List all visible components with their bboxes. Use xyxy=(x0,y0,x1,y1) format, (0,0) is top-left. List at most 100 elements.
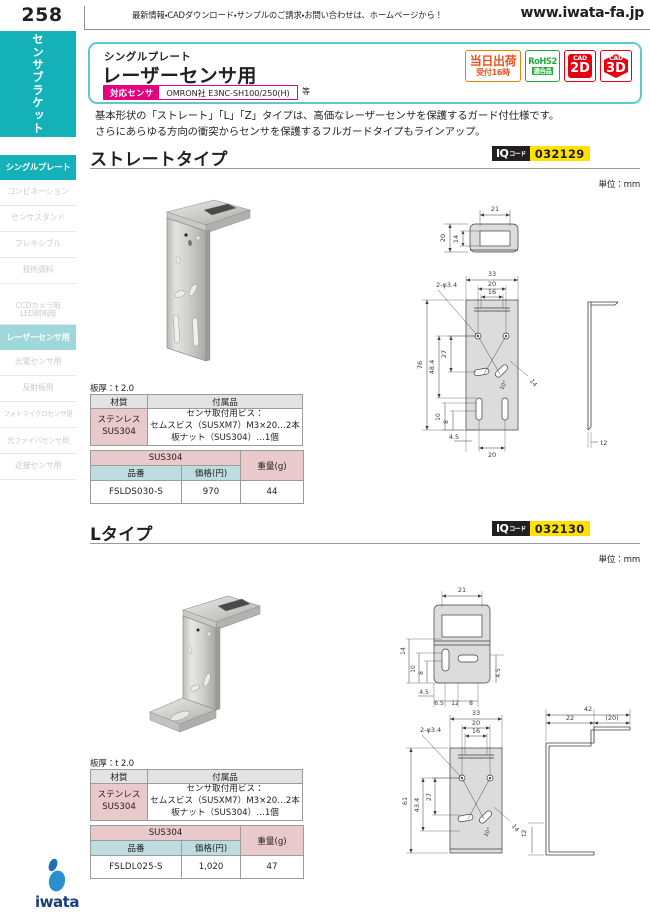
section-2-thickness-note: 板厚：t 2.0 xyxy=(90,759,134,769)
svg-text:33: 33 xyxy=(472,709,480,717)
product-title-box: シングルプレート レーザーセンサ用 対応センサ OMRON社 E3NC-SH10… xyxy=(88,42,642,104)
accessory-line-3: 板ナット（SUS304）…1個 xyxy=(171,807,279,818)
sidebar-item-photomicro-sensor[interactable]: フォトマイクロセンサ用 xyxy=(0,402,76,428)
svg-text:12: 12 xyxy=(451,700,459,707)
sidebar-item-proximity-sensor[interactable]: 近接センサ用 xyxy=(0,454,76,480)
sidebar-item-flexible[interactable]: フレキシブル xyxy=(0,232,76,258)
sidebar-item-label: 技術資料 xyxy=(22,265,54,275)
same-day-shipping-badge: 当日出荷 受付16時 xyxy=(465,50,521,82)
compatible-sensor-value: OMRON社 E3NC-SH100/250(H) xyxy=(159,86,297,99)
svg-text:4.5: 4.5 xyxy=(449,433,459,441)
badge-line2: 受付16時 xyxy=(476,68,510,77)
material-value-line2: SUS304 xyxy=(102,802,136,812)
sidebar-item-laser-sensor[interactable]: レーザーセンサ用 xyxy=(0,325,76,350)
section-2-title: Lタイプ xyxy=(90,525,153,545)
cad-3d-cube-shape xyxy=(604,54,628,78)
svg-text:48.4: 48.4 xyxy=(428,360,436,374)
sidebar-item-sensor-stand[interactable]: センサスタンド xyxy=(0,206,76,232)
svg-text:10: 10 xyxy=(410,665,417,673)
accessory-line-2: セムスビス（SUSXM7）M3×20…2本 xyxy=(150,421,300,432)
sidebar-item-label: センサスタンド xyxy=(11,213,65,223)
sidebar-item-label: シングルプレート xyxy=(5,161,71,172)
accessory-value: センサ取付用ビス： セムスビス（SUSXM7）M3×20…2本 板ナット（SUS… xyxy=(147,408,303,446)
svg-text:16: 16 xyxy=(472,727,480,735)
material-value-line1: ステンレス xyxy=(97,415,141,426)
partno-header: 品番 xyxy=(90,465,182,481)
sidebar-item-label: 近接センサ用 xyxy=(14,461,62,471)
section-1-thickness-note: 板厚：t 2.0 xyxy=(90,384,134,394)
table-row: ステンレス SUS304 センサ取付用ビス： セムスビス（SUSXM7）M3×2… xyxy=(90,783,303,821)
material-value: ステンレス SUS304 xyxy=(90,408,148,446)
svg-text:27: 27 xyxy=(425,793,433,801)
svg-text:10: 10 xyxy=(435,413,442,421)
sidebar-item-label: フレキシブル xyxy=(14,239,62,249)
sidebar-item-label: フォトマイクロセンサ用 xyxy=(3,409,73,418)
section-1-unit-note: 単位：mm xyxy=(598,180,640,190)
badge-line1: RoHS2 xyxy=(528,55,557,66)
badge-line2: 適合品 xyxy=(531,67,554,76)
iq-label-big: IQ xyxy=(496,147,509,160)
section-1-rule xyxy=(90,168,640,169)
svg-text:8: 8 xyxy=(443,420,450,424)
svg-text:2-φ3.4: 2-φ3.4 xyxy=(420,726,441,734)
material-value-line1: ステンレス xyxy=(97,790,141,801)
svg-text:(20): (20) xyxy=(605,714,618,722)
sidebar-item-label: 反射板用 xyxy=(22,383,54,393)
compatible-sensor-chip: 対応センサ OMRON社 E3NC-SH100/250(H) xyxy=(103,85,298,100)
sidebar-item-list: シングルプレート コンビネーション センサスタンド フレキシブル 技術資料 CC… xyxy=(0,155,76,480)
sidebar-item-combination[interactable]: コンビネーション xyxy=(0,180,76,206)
sidebar-item-single-plate[interactable]: シングルプレート xyxy=(0,155,76,180)
compatible-sensor-suffix: 等 xyxy=(302,87,310,96)
badge-line2: 2D xyxy=(570,61,590,76)
section-1-material-table: 材質 付属品 ステンレス SUS304 センサ取付用ビス： セムスビス（SUSX… xyxy=(90,394,303,446)
svg-text:21: 21 xyxy=(458,586,466,594)
company-logo: iwata xyxy=(26,856,88,911)
svg-text:16: 16 xyxy=(488,288,496,296)
svg-text:8: 8 xyxy=(418,671,425,675)
section-1-iq-code-badge: IQ コード 032129 xyxy=(492,146,590,161)
iq-code-value: 032129 xyxy=(529,146,590,161)
rohs2-badge: RoHS2 適合品 xyxy=(525,50,560,82)
part-number: FSLDL025-S xyxy=(90,855,182,879)
svg-text:10°: 10° xyxy=(483,827,493,839)
product-photo-l-type xyxy=(140,588,280,752)
accessory-line-3: 板ナット（SUS304）…1個 xyxy=(171,432,279,443)
sidebar-category-tab: センサブラケット xyxy=(0,31,76,137)
price-header: 価格(円) xyxy=(181,465,241,481)
material-table: 材質 付属品 ステンレス SUS304 センサ取付用ビス： セムスビス（SUSX… xyxy=(90,769,303,821)
accessory-value: センサ取付用ビス： セムスビス（SUSXM7）M3×20…2本 板ナット（SUS… xyxy=(147,783,303,821)
sidebar-item-technical-data[interactable]: 技術資料 xyxy=(0,258,76,284)
part-number: FSLDS030-S xyxy=(90,480,182,504)
table-header-row: 材質 付属品 xyxy=(90,394,303,409)
sidebar-item-fiber-optic-sensor[interactable]: 光ファイバセンサ用 xyxy=(0,428,76,454)
badge-line2: 3D xyxy=(606,61,626,76)
price-value: 1,020 xyxy=(181,855,241,879)
svg-text:20: 20 xyxy=(488,280,496,288)
sidebar-item-label-line: LED照明用 xyxy=(20,309,56,318)
cad-2d-badge[interactable]: CAD 2D xyxy=(564,50,596,82)
iwata-logo-text: iwata xyxy=(35,893,79,911)
price-table: SUS304 重量(g) 品番 価格(円) FSLDL025-S 1,020 4… xyxy=(90,825,304,879)
sidebar-item-photoelectric-sensor[interactable]: 光電センサ用 xyxy=(0,350,76,376)
material-value: ステンレス SUS304 xyxy=(90,783,148,821)
technical-drawing-l-type: 21 14 10 8 4.5 4 xyxy=(398,583,646,873)
svg-text:4.5: 4.5 xyxy=(419,689,429,696)
price-header: 価格(円) xyxy=(181,840,241,856)
svg-text:20: 20 xyxy=(439,234,447,242)
badge-group: 当日出荷 受付16時 RoHS2 適合品 CAD 2D CAD 3D xyxy=(465,50,632,82)
svg-text:10°: 10° xyxy=(499,380,509,392)
description-line-1: 基本形状の「ストレート」「L」「Z」タイプは、高価なレーザーセンサを保護するガー… xyxy=(95,110,560,122)
price-group-header: SUS304 xyxy=(90,450,241,466)
iwata-logo-mark xyxy=(26,856,88,892)
header-website-url[interactable]: www.iwata-fa.jp xyxy=(520,5,644,21)
description-line-2: さらにあらゆる方向の衝突からセンサを保護するフルガードタイプもラインアップ。 xyxy=(95,126,486,139)
cad-3d-badge[interactable]: CAD 3D xyxy=(600,50,632,82)
iq-label-big: IQ xyxy=(496,522,509,535)
cad-2d-shape xyxy=(568,54,592,78)
sidebar-item-reflector[interactable]: 反射板用 xyxy=(0,376,76,402)
section-1-price-table: SUS304 重量(g) 品番 価格(円) FSLDS030-S 970 44 xyxy=(90,450,304,504)
weight-header: 重量(g) xyxy=(240,825,304,856)
